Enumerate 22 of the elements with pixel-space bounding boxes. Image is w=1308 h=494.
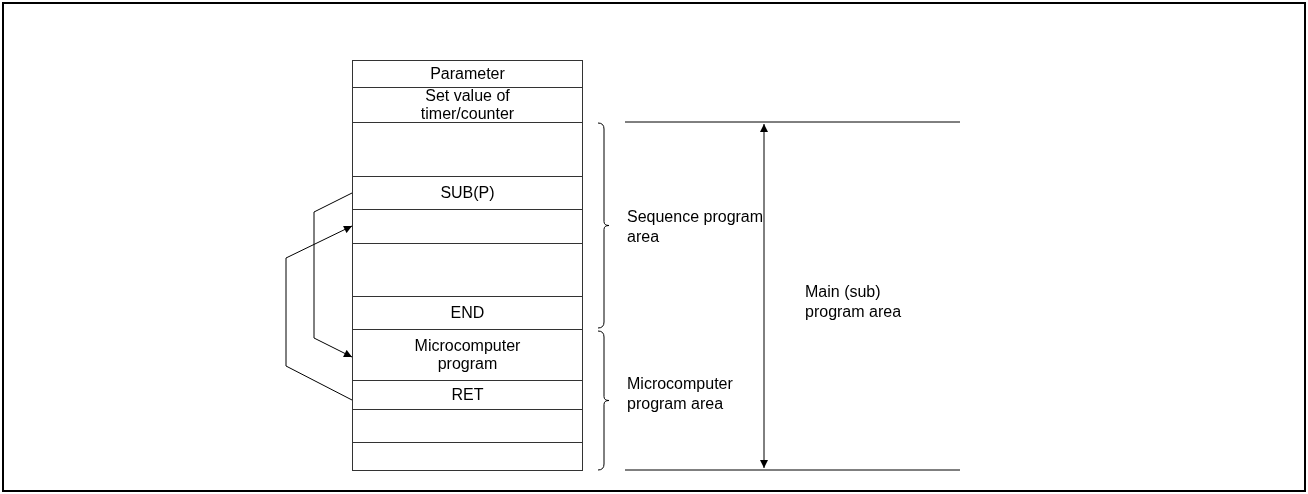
- area-label: Microcomputer program area: [627, 374, 734, 414]
- empty-memory-row: [352, 243, 583, 297]
- empty-memory-row: [352, 122, 583, 177]
- memory-row: [352, 329, 583, 381]
- memory-row: [352, 176, 583, 210]
- row-label: Microcomputer program: [413, 337, 522, 373]
- row-label: Set value of timer/counter: [419, 87, 516, 123]
- row-label: END: [449, 304, 486, 322]
- area-label: Sequence program area: [627, 207, 765, 247]
- memory-row: [352, 380, 583, 410]
- memory-row: [352, 296, 583, 330]
- empty-memory-row: [352, 209, 583, 244]
- arrow: [285, 225, 353, 401]
- memory-row: [352, 60, 583, 88]
- memory-row: [352, 87, 583, 123]
- row-label: SUB(P): [439, 184, 496, 202]
- arrow: [313, 192, 353, 358]
- empty-memory-row: [352, 442, 583, 471]
- row-label: Parameter: [429, 65, 506, 83]
- empty-memory-row: [352, 409, 583, 443]
- row-label: RET: [450, 386, 485, 404]
- dimension-label: Main (sub) program area: [805, 282, 903, 322]
